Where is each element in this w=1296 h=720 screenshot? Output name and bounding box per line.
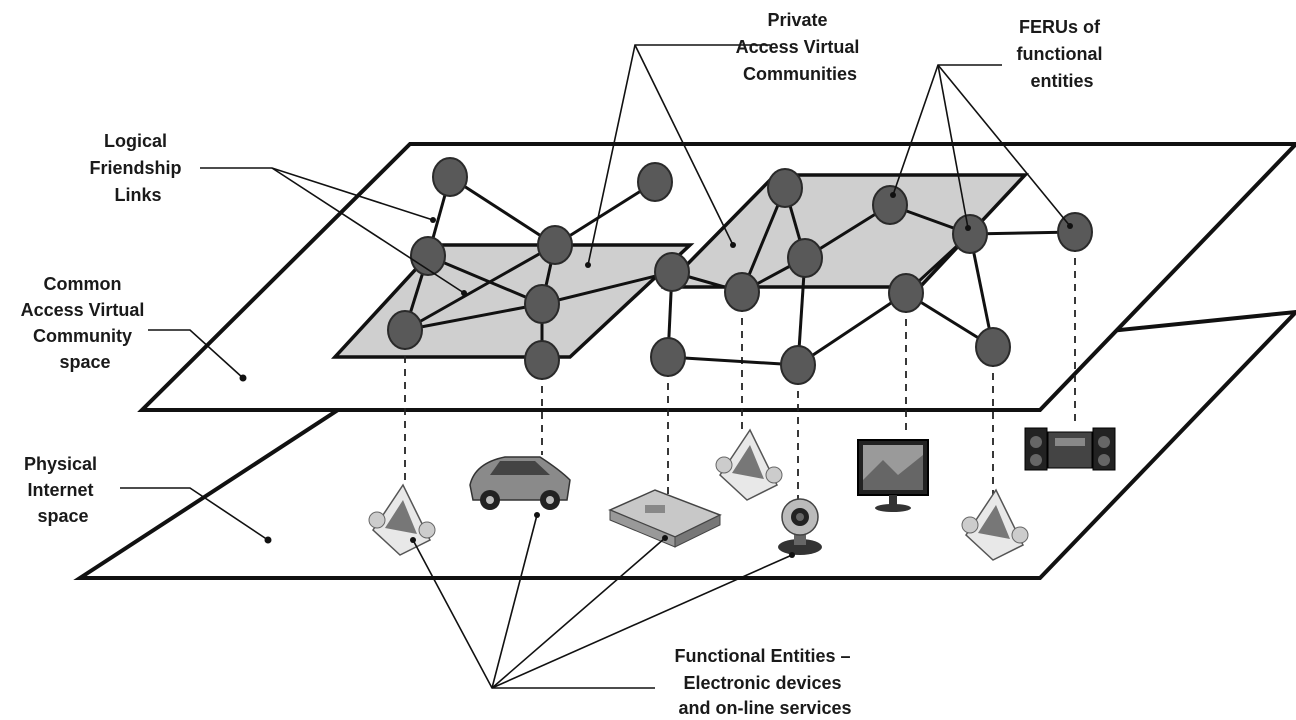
label-functional-entities: Functional Entities – Electronic devices… [674, 646, 855, 718]
feru-node [724, 272, 760, 312]
feru-nodes [387, 157, 1093, 385]
sensor-icon [961, 488, 1029, 561]
feru-node [780, 345, 816, 385]
router-icon [608, 489, 722, 548]
feru-node [387, 310, 423, 350]
label-physical-internet: Physical Internet space [24, 454, 102, 526]
label-private-access: Private Access Virtual Communities [736, 10, 865, 84]
feru-node [410, 236, 446, 276]
label-ferus: FERUs of functional entities [1016, 17, 1107, 91]
feru-node [975, 327, 1011, 367]
sensor-icon [715, 428, 783, 501]
feru-node [872, 185, 908, 225]
label-common-access: Common Access Virtual Community space [21, 274, 150, 372]
feru-node [767, 168, 803, 208]
car-icon [469, 456, 571, 510]
stereo-icon [1024, 427, 1116, 471]
label-logical-links: Logical Friendship Links [89, 131, 186, 205]
feru-node [888, 273, 924, 313]
feru-node [637, 162, 673, 202]
feru-node [432, 157, 468, 197]
tv-icon [857, 439, 929, 512]
sensor-icon [368, 483, 436, 556]
feru-node [524, 284, 560, 324]
feru-node [524, 340, 560, 380]
feru-node [537, 225, 573, 265]
feru-node [787, 238, 823, 278]
feru-node [654, 252, 690, 292]
feru-node [952, 214, 988, 254]
leader-lines [120, 44, 1073, 689]
feru-node [650, 337, 686, 377]
webcam-icon [778, 498, 822, 555]
